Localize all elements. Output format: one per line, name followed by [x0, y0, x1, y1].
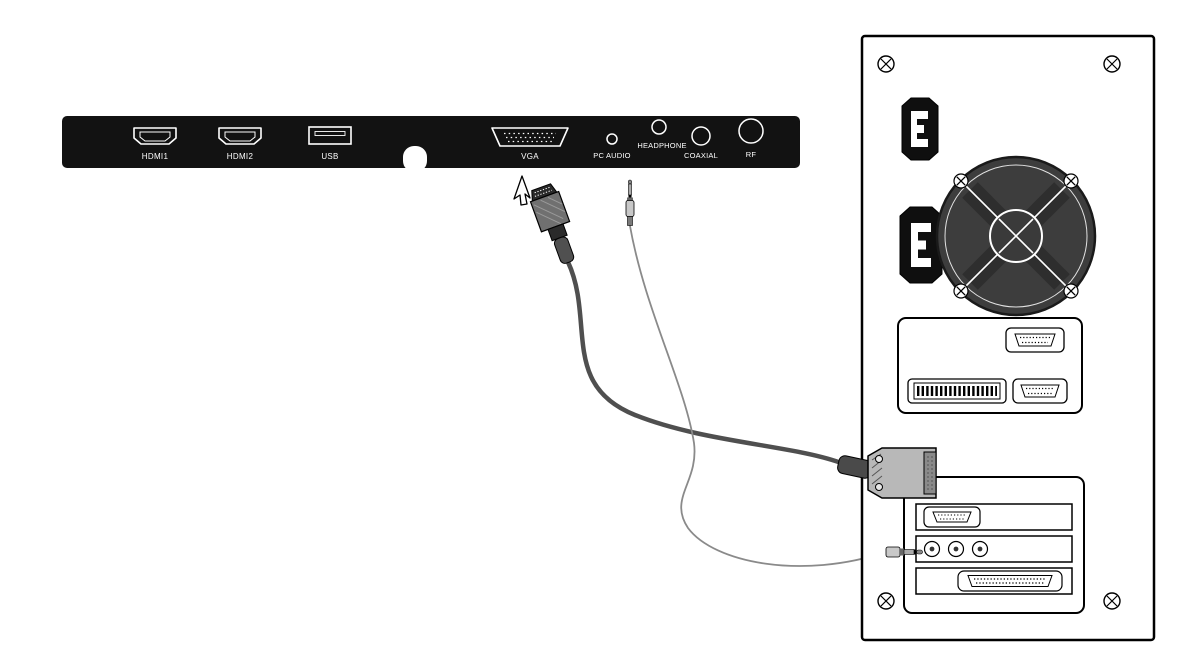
rf-label: RF [746, 150, 757, 159]
slot-vga-port [923, 506, 981, 528]
insert-arrow-icon [513, 175, 531, 206]
audio-cable [629, 225, 887, 567]
corner-screw-top-right [1103, 55, 1121, 73]
tower-audio-plug [885, 546, 923, 558]
io-vga-port-top [1005, 327, 1065, 353]
hdmi2-label: HDMI2 [227, 152, 254, 161]
pc-audio-jack-icon [606, 133, 618, 145]
usb-port-icon [308, 126, 352, 145]
tower-vga-connector [837, 447, 937, 499]
corner-screw-bottom-left [877, 592, 895, 610]
slot-2 [915, 535, 1073, 563]
slot-audio-jacks [923, 540, 989, 558]
coaxial-jack-icon [691, 126, 711, 146]
thumbscrew-top [875, 455, 883, 463]
io-vga-port-bottom [1012, 378, 1068, 404]
io-parallel-port [907, 378, 1007, 404]
vga-connector-boot [553, 236, 575, 264]
rf-jack-icon [738, 118, 764, 144]
headphone-jack-icon [651, 119, 667, 135]
fan-screw [1063, 173, 1079, 189]
io-panel [897, 317, 1083, 414]
corner-screw-bottom-right [1103, 592, 1121, 610]
tower-vga-face [923, 451, 937, 495]
corner-screw-top-left [877, 55, 895, 73]
vga-cable-connector [529, 183, 575, 264]
fan-screw [1063, 283, 1079, 299]
slot-parallel-port [957, 570, 1063, 592]
cooling-fan [935, 155, 1097, 317]
mount-notch [403, 146, 427, 172]
power-inlet-upper [901, 97, 939, 161]
hdmi2-port-icon [218, 127, 262, 145]
fan-screw [953, 283, 969, 299]
coaxial-label: COAXIAL [684, 151, 718, 160]
headphone-label: HEADPHONE [637, 141, 686, 150]
tower-vga-shell [867, 447, 937, 499]
expansion-slots [903, 476, 1085, 614]
vga-label: VGA [521, 152, 539, 161]
vga-cable [565, 259, 847, 467]
vga-port-icon [491, 127, 569, 147]
hdmi1-label: HDMI1 [142, 152, 169, 161]
power-inlet-lower [899, 206, 943, 284]
tv-rear-panel: HDMI1 HDMI2 USB VGA PC AUDIO HEADPHONE [62, 116, 800, 172]
tv-panel-body [62, 116, 800, 168]
thumbscrew-bottom [875, 483, 883, 491]
audio-plug-tv [625, 179, 635, 226]
pc-audio-label: PC AUDIO [593, 151, 630, 160]
fan-screw [953, 173, 969, 189]
hdmi1-port-icon [133, 127, 177, 145]
usb-label: USB [321, 152, 338, 161]
